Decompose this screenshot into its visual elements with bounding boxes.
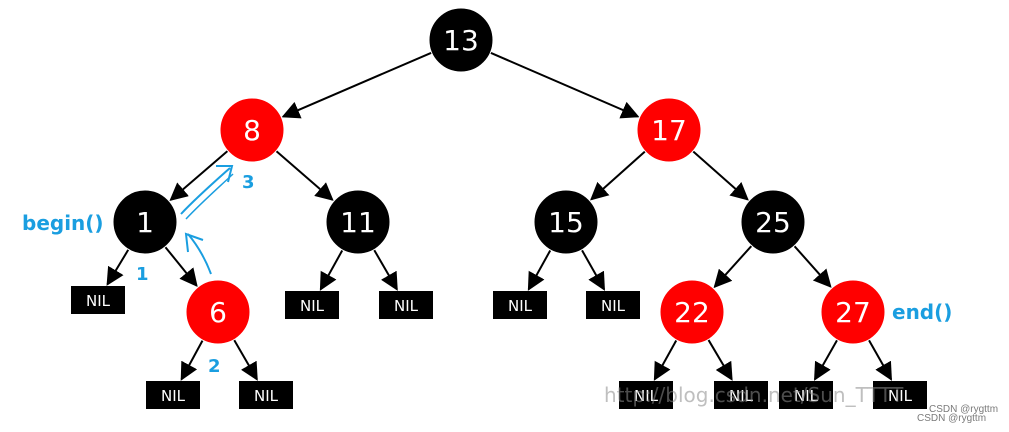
tree-node-27: 27 [820,279,886,345]
csdn-credit-bottom: CSDN @rygttm [917,413,986,424]
edge-n25-n27 [793,245,832,288]
nil-box [493,291,547,319]
nil-leaf: NIL [239,381,293,409]
nil-leaf: NIL [285,291,339,319]
tree-node-13: 13 [428,7,494,73]
edge-n15-nil15a [527,249,552,291]
edge-n13-n17 [489,51,640,119]
node-circle [112,189,178,255]
nil-label: NIL [888,387,913,405]
step-2-label: 2 [208,356,221,377]
tree-node-17: 17 [636,97,702,163]
edge-n1-n6 [164,246,198,287]
nil-box [779,381,833,409]
nil-label: NIL [634,387,659,405]
node-label: 25 [755,206,791,239]
step-3-arrow [180,167,231,215]
nil-leaf: NIL [71,286,125,314]
edge-n22-nil22b [707,339,733,381]
node-circle [219,97,285,163]
edge-n8-n11 [275,150,334,201]
nil-box [285,291,339,319]
node-circle [636,97,702,163]
nil-leaf: NIL [586,291,640,319]
node-circle [820,279,886,345]
nil-leaf: NIL [493,291,547,319]
nil-leaf: NIL [146,381,200,409]
nil-label: NIL [729,387,754,405]
node-label: 27 [835,296,871,329]
nil-leaf: NIL [619,381,673,409]
tree-node-15: 15 [533,189,599,255]
nil-label: NIL [508,297,533,315]
nil-label: NIL [161,387,186,405]
step-2-arrow [187,233,212,275]
end-label: end() [892,300,952,324]
nil-box [379,291,433,319]
nil-box [71,286,125,314]
edge-n15-nil15b [580,249,605,291]
edge-n27-nil27b [867,339,892,381]
step-3-label: 3 [242,172,255,193]
node-label: 13 [443,24,479,57]
edge-n8-n1 [169,150,229,202]
node-circle [659,279,725,345]
node-label: 1 [136,206,154,239]
nil-leaf: NIL [873,381,927,409]
tree-node-22: 22 [659,279,725,345]
nil-leaf: NIL [779,381,833,409]
nil-leaf: NIL [714,381,768,409]
edge-n6-nil6a [180,339,204,381]
tree-node-11: 11 [325,189,391,255]
tree-node-25: 25 [740,189,806,255]
node-label: 11 [340,206,376,239]
tree-node-1: 1 [112,189,178,255]
node-label: 8 [243,114,261,147]
traversal-annotations: begin() end() 1 2 3 [22,165,952,377]
tree-node-8: 8 [219,97,285,163]
edge-n6-nil6b [233,339,258,381]
nil-box [714,381,768,409]
node-label: 22 [674,296,710,329]
node-label: 6 [209,296,227,329]
nil-box [873,381,927,409]
edge-n11-nil11b [373,249,398,291]
nil-label: NIL [601,297,626,315]
nil-label: NIL [254,387,279,405]
node-label: 17 [651,114,687,147]
edge-n27-nil27a [814,339,839,381]
edge-n22-nil22a [653,339,678,381]
step-2-arrowhead [184,232,204,253]
nil-label: NIL [86,292,111,310]
edge-n17-n15 [590,150,646,201]
step-1-label: 1 [136,264,149,285]
edge-n17-n25 [692,150,749,201]
nil-box [146,381,200,409]
tree-node-6: 6 [185,279,251,345]
node-circle [185,279,251,345]
nil-box [619,381,673,409]
step-3-arrowhead [216,165,234,183]
edge-n1-nil1 [106,248,130,286]
nil-label: NIL [300,297,325,315]
edge-n13-n8 [281,51,433,119]
node-circle [533,189,599,255]
nil-label: NIL [394,297,419,315]
nil-label: NIL [794,387,819,405]
node-label: 15 [548,206,584,239]
watermark-text: http://blog.csdn.net/Sun_TTTT [604,383,904,407]
node-circle [428,7,494,73]
edges-layer [106,51,892,381]
csdn-credit-top: CSDN @rygttm [929,404,998,415]
nil-box [239,381,293,409]
begin-label: begin() [22,211,104,235]
nil-box [586,291,640,319]
nil-leaf: NIL [379,291,433,319]
node-circle [325,189,391,255]
edge-n11-nil11a [319,249,344,291]
edge-n25-n22 [713,245,753,289]
node-circle [740,189,806,255]
